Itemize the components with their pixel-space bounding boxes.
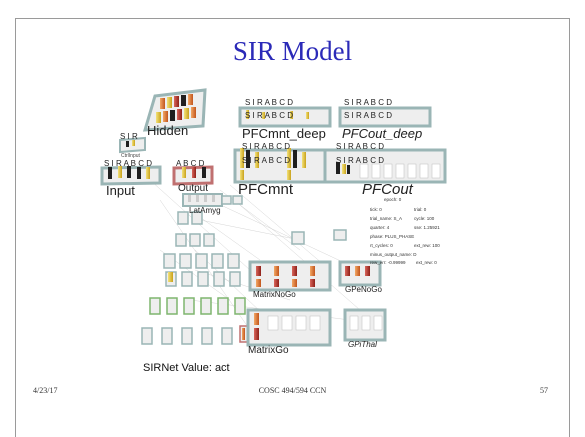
layer-ctrl-input[interactable] [119,136,146,154]
stat-label: minus_output_name: D [370,252,417,257]
stat-label: tick: 0 [370,207,382,212]
layer-matrix-go[interactable] [246,308,332,347]
slide-page-number: 57 [540,386,548,395]
layer-hidden[interactable] [142,88,207,132]
value-units [141,271,249,345]
layer-pfcout-deep[interactable] [338,106,432,128]
layer-pfcout[interactable] [323,148,447,184]
stat-value: sse: 1.25921 [414,225,440,230]
label-output: Output [178,183,209,194]
label-pfcmnt-letters: S I R A B C D [242,142,291,151]
label-hidden: Hidden [147,123,189,138]
layer-matrix-nogo[interactable] [248,260,332,292]
small-layers [163,195,347,269]
label-pfcout-letters-2: S I R A B C D [336,156,385,165]
label-latamyg: LatAmyg [189,206,221,215]
label-output-letters: A B C D [176,159,205,168]
stat-label: rt_cycles: 0 [370,243,393,248]
stat-value: ext_rew: 100 [414,243,440,248]
stat-value: trial: 0 [414,207,427,212]
label-ctrl-sir: S I R [120,132,138,141]
label-pfcmnt-letters-2: S I R A B C D [242,156,291,165]
stat-label: rew_err: -0.99999 [370,260,406,265]
layer-output[interactable] [172,165,214,186]
label-pfcmnt: PFCmnt [238,181,294,198]
slide-date: 4/23/17 [33,386,58,395]
label-matrix-nogo: MatrixNoGo [253,290,296,299]
label-pfcmnt-deep: PFCmnt_deep [242,126,326,141]
layer-latamyg[interactable] [182,193,223,207]
layer-gpe-nogo[interactable] [338,260,382,287]
label-pfcout-deep-letters-2: S I R A B C D [344,111,393,120]
network-stats: epoch: 0 tick: 0 trial: 0 trial_name: S_… [370,197,480,267]
label-input: Input [106,183,135,198]
layer-input[interactable] [100,165,162,186]
label-pfcout-deep-letters: S I R A B C D [344,98,393,107]
label-pfcmnt-deep-letters: S I R A B C D [245,98,294,107]
layer-pfcmnt[interactable] [233,148,332,184]
label-gpe-nogo: GPeNoGo [345,285,382,294]
hidden-units [156,94,196,123]
label-pfcout-deep: PFCout_deep [342,126,423,141]
label-input-letters: S I R A B C D [104,159,153,168]
label-pfcout: PFCout [362,181,413,198]
stat-label: phase: PLUS_PHASE [370,234,415,239]
label-ctrl-input: CtrlInput [121,153,140,159]
label-gpi-thal: GPiThal [348,340,377,349]
stat-label: epoch: 0 [384,197,402,202]
label-pfcout-letters: S I R A B C D [336,142,385,151]
layer-gpi-thal[interactable] [343,308,387,342]
layer-pfcmnt-deep[interactable] [238,106,332,128]
network-caption: SIRNet Value: act [143,362,230,374]
label-matrix-go: MatrixGo [248,345,289,356]
stat-label: trial_name: S_A [370,216,403,221]
slide-frame [15,18,570,437]
slide-title: SIR Model [232,36,353,66]
stat-value: cycle: 100 [414,216,435,221]
label-pfcmnt-deep-letters-2: S I R A B C D [245,111,294,120]
stat-label: quarter: 4 [370,225,390,230]
slide-course: COSC 494/594 CCN [258,386,327,395]
stat-value: ext_rew: 0 [416,260,437,265]
